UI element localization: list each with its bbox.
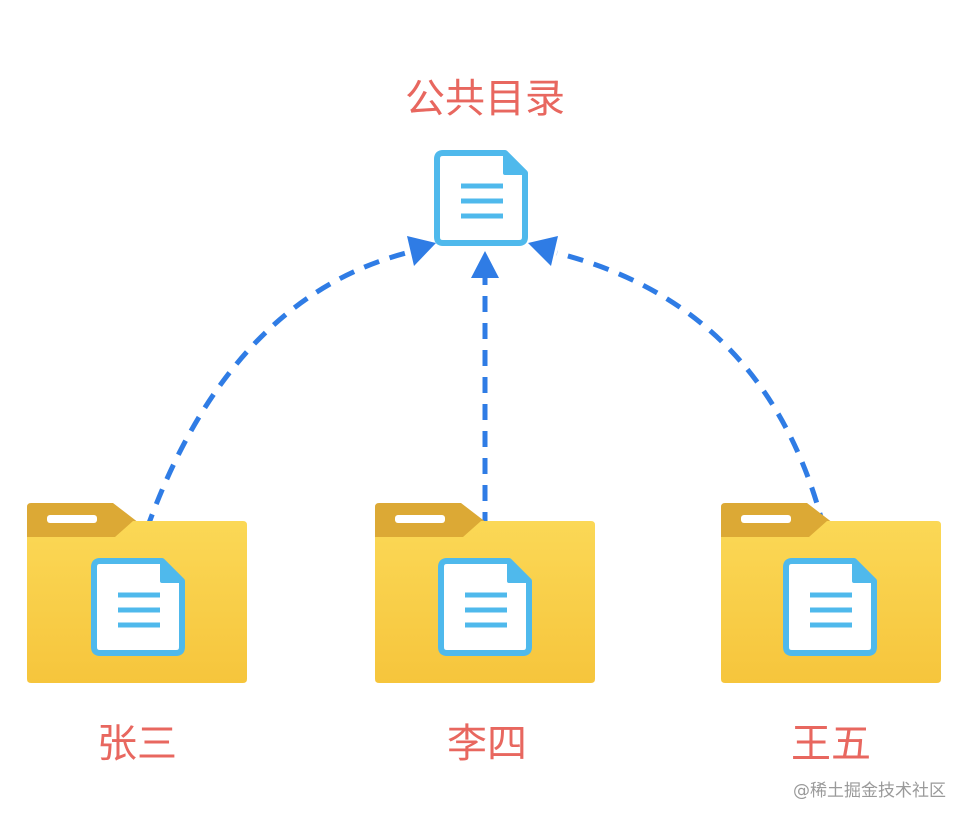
public-directory-label: 公共目录	[405, 76, 565, 122]
watermark: @稀土掘金技术社区	[793, 781, 946, 801]
arrow-zhangsan-to-public	[135, 236, 436, 556]
folder-icon-wangwu	[721, 503, 941, 683]
public-directory-document-icon	[434, 150, 528, 246]
arrow-wangwu-to-public	[528, 236, 833, 556]
user-label-zhangsan: 张三	[97, 721, 177, 767]
folder-icon-zhangsan	[27, 503, 247, 683]
document-icon	[783, 558, 877, 656]
arrow-lisi-to-public	[471, 251, 499, 555]
document-icon	[438, 558, 532, 656]
user-label-lisi: 李四	[447, 721, 527, 767]
document-icon	[91, 558, 185, 656]
user-label-wangwu: 王五	[791, 721, 871, 767]
folder-icon-lisi	[375, 503, 595, 683]
